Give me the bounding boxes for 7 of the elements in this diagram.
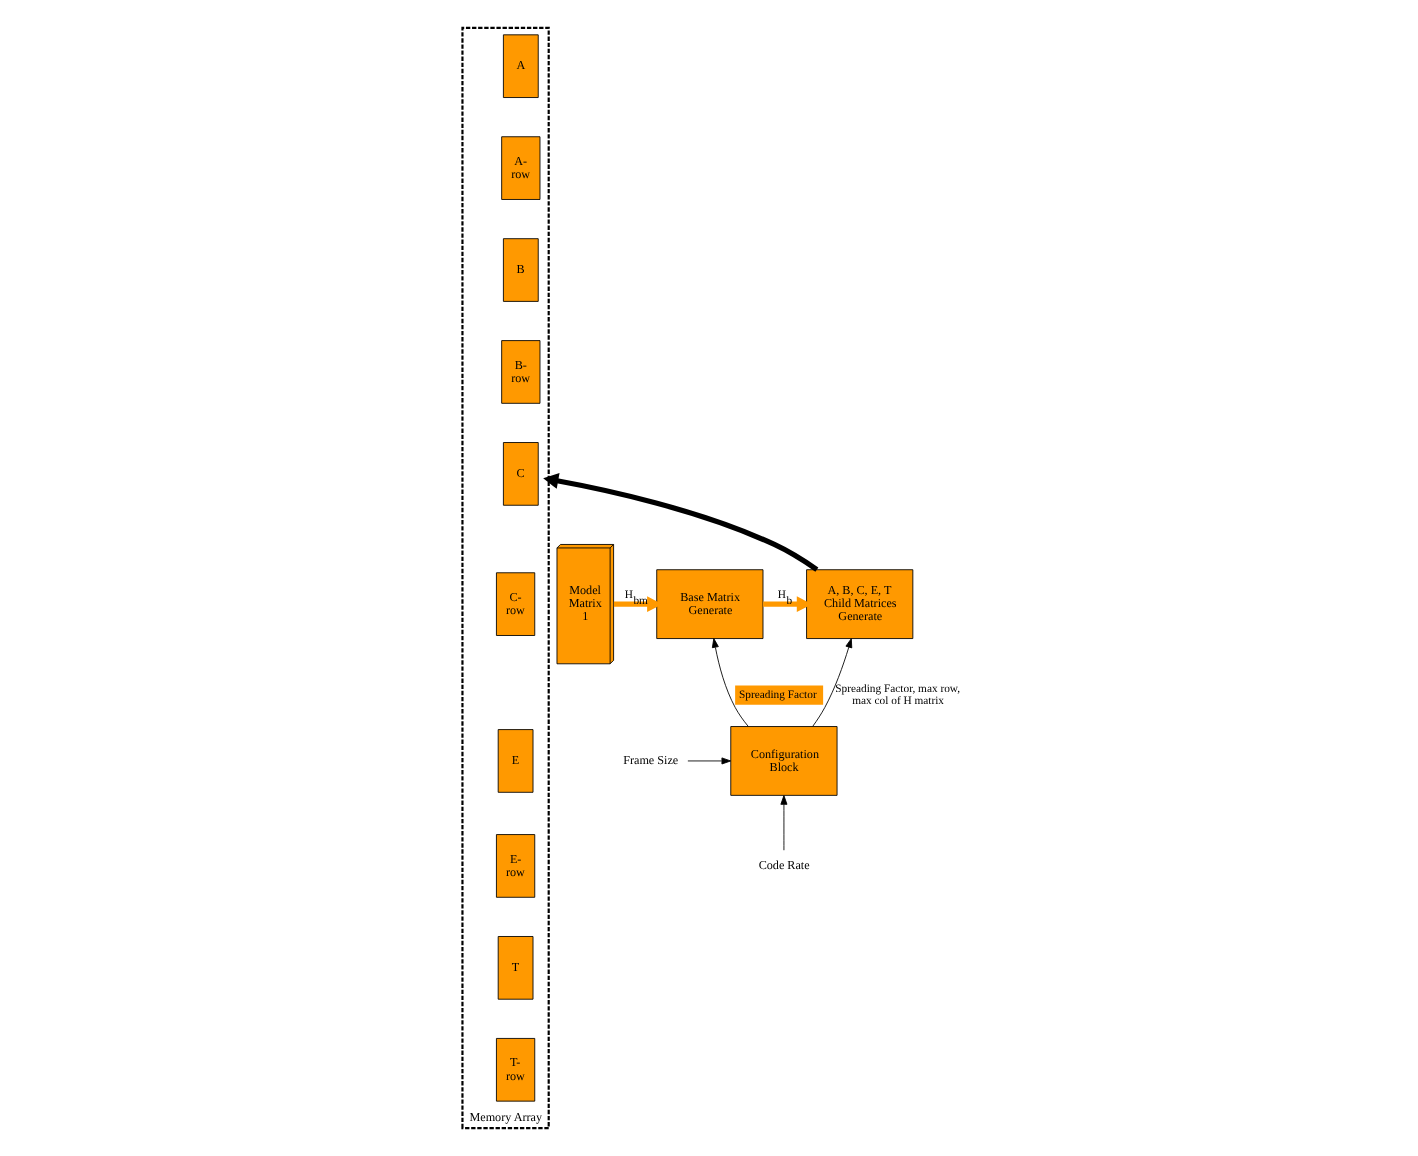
- arrow: [763, 596, 812, 613]
- arrow: [613, 596, 663, 613]
- arrow: [543, 473, 819, 572]
- arrow: [780, 795, 788, 851]
- arrow: [711, 638, 749, 727]
- arrow: [687, 757, 732, 765]
- arrow: [812, 638, 853, 727]
